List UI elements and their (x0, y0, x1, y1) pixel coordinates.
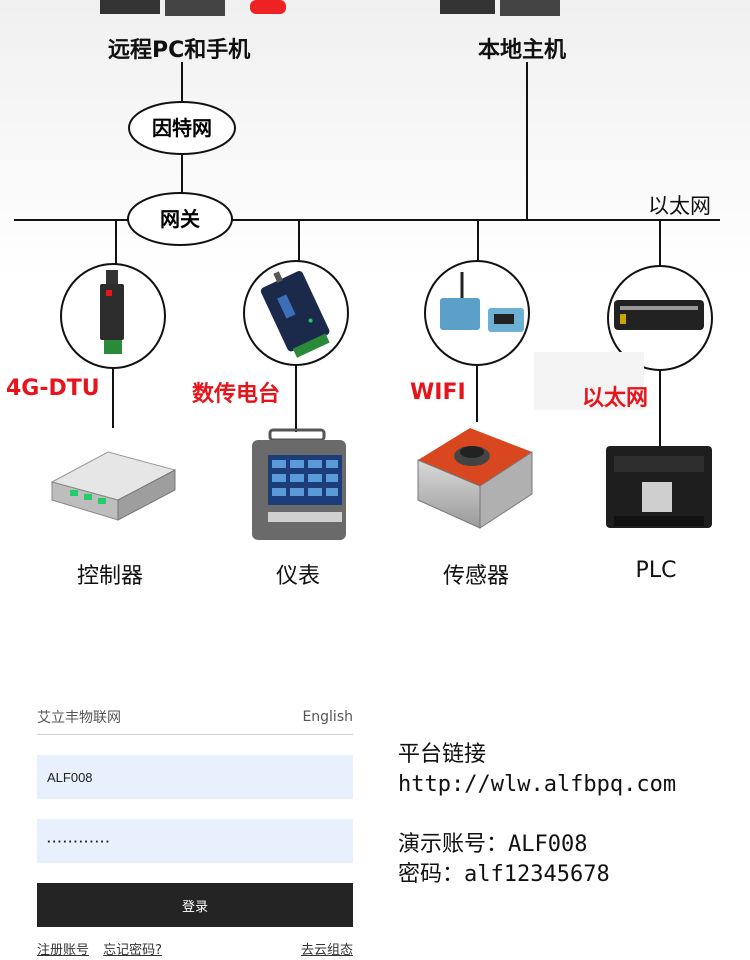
remote-pc-label: 远程PC和手机 (108, 38, 251, 63)
demo-account: 演示账号：ALF008 (398, 832, 588, 857)
register-link[interactable]: 注册账号 (37, 943, 90, 958)
link-label-wifi: WIFI (410, 380, 466, 405)
ethernet-device-icon (614, 300, 704, 330)
internet-label: 因特网 (152, 116, 212, 140)
link-label-ethernet: 以太网 (582, 386, 649, 411)
language-switch-link[interactable]: English (302, 709, 353, 725)
device-label-plc: PLC (635, 558, 677, 583)
forgot-password-link[interactable]: 忘记密码? (103, 943, 163, 958)
login-links: 注册账号 忘记密码? 去云组态 (37, 939, 353, 958)
radio-device-icon (260, 271, 330, 358)
remote-pc-icon (100, 0, 286, 16)
login-header: 艾立丰物联网 English (37, 700, 353, 735)
login-button[interactable]: 登录 (37, 883, 353, 927)
internet-node (128, 101, 236, 155)
device-label-sensor: 传感器 (442, 564, 509, 589)
dtu-device-icon (100, 270, 124, 354)
plc-device-icon (606, 446, 712, 528)
platform-title: 平台链接 (398, 742, 487, 767)
cloud-config-link[interactable]: 去云组态 (300, 943, 353, 958)
gateway-node (127, 192, 233, 246)
diagram-svg: 因特网 网关 (0, 0, 750, 540)
login-links-left: 注册账号 忘记密码? (37, 939, 162, 958)
demo-password: 密码：alf12345678 (398, 862, 610, 887)
device-label-controller: 控制器 (76, 564, 143, 589)
label-background-patch (534, 352, 644, 410)
meter-device-icon (252, 428, 346, 540)
password-input[interactable]: ············ (37, 819, 353, 863)
device-label-meter: 仪表 (275, 564, 320, 589)
local-host-icon (440, 0, 560, 16)
controller-device-icon (50, 451, 177, 521)
gateway-label: 网关 (160, 207, 200, 231)
username-input[interactable]: ALF008 (37, 755, 353, 799)
platform-info: 平台链接 http://wlw.alfbpq.com 演示账号：ALF008 密… (398, 740, 676, 890)
login-panel: 艾立丰物联网 English ALF008 ············ 登录 注册… (37, 700, 353, 958)
sensor-device-icon (417, 428, 533, 529)
wifi-device-icon (440, 272, 524, 332)
platform-url[interactable]: http://wlw.alfbpq.com (398, 772, 677, 797)
ethernet-line-label: 以太网 (648, 194, 711, 218)
link-label-radio: 数传电台 (192, 382, 281, 407)
diagram-background (0, 0, 750, 280)
local-host-label: 本地主机 (478, 38, 567, 63)
link-label-4g-dtu: 4G-DTU (6, 376, 100, 401)
brand-title: 艾立丰物联网 (37, 710, 121, 726)
network-diagram: 因特网 网关 (0, 0, 750, 589)
